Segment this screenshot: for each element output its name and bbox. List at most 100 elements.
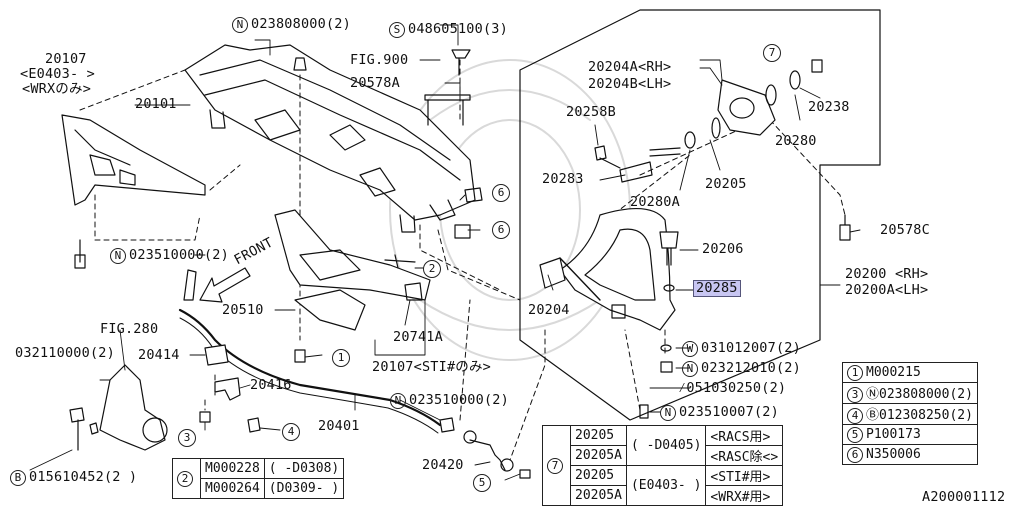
nut-symbol-icon: N	[682, 361, 698, 377]
label-fig280: FIG.280	[100, 321, 159, 337]
callout-7-top: 7	[763, 44, 781, 62]
nut-symbol-icon: N	[232, 17, 248, 33]
label-20204A: 20204A<RH>	[588, 59, 672, 75]
label-20107-wrx: 20107	[45, 51, 87, 67]
diagram-id: A200001112	[922, 489, 1006, 505]
label-20204: 20204	[528, 302, 570, 318]
label-20238: 20238	[808, 99, 850, 115]
callout-6-upper: 6	[492, 184, 510, 202]
wrx-brace	[61, 114, 206, 269]
lower-control-arm	[539, 207, 676, 331]
screw-symbol-icon: S	[389, 22, 405, 38]
legend-7-num: 7	[542, 425, 571, 506]
rear-bushing-assy	[594, 59, 823, 183]
label-023510000-right-text: 023510000(2)	[409, 392, 509, 408]
callout-1: 1	[332, 349, 350, 367]
legend-7-part: 20205A	[570, 445, 627, 466]
top-bolts	[293, 49, 471, 126]
label-20205: 20205	[705, 176, 747, 192]
end-link	[439, 417, 531, 479]
knuckle-hub	[69, 364, 168, 451]
legend-7-note: <STI#用>	[705, 465, 784, 486]
callout-3: 3	[178, 429, 196, 447]
label-20414: 20414	[138, 347, 180, 363]
label-20200A: 20200A<LH>	[845, 282, 929, 298]
label-20510: 20510	[222, 302, 264, 318]
legend-2-num: 2	[172, 458, 201, 499]
nut-symbol-icon: N	[390, 393, 406, 409]
legend-7-part: 20205	[570, 425, 627, 446]
legend-7-range: ( -D0405)	[625, 425, 707, 466]
washer-symbol-icon: W	[682, 341, 698, 357]
label-023510007-text: 023510007(2)	[679, 404, 779, 420]
label-031012007-text: 031012007(2)	[701, 340, 801, 356]
legend-2-range: ( -D0308)	[263, 458, 345, 479]
label-20107-sti: 20107<STI#のみ>	[372, 359, 492, 375]
callout-2: 2	[423, 260, 441, 278]
callout-4: 4	[282, 423, 300, 441]
front-arrow	[199, 267, 251, 303]
legend-callout-2: 2 M000228 ( -D0308) M000264 (D0309- )	[172, 458, 345, 499]
callout-6-lower: 6	[492, 221, 510, 239]
label-20420: 20420	[422, 457, 464, 473]
label-051030250: ⁄051030250(2)	[678, 380, 787, 396]
label-fig900: FIG.900	[350, 52, 409, 68]
label-20200: 20200 <RH>	[845, 266, 929, 282]
nut-symbol-icon: N	[110, 248, 126, 264]
legend-7-part: 20205	[570, 465, 627, 486]
label-20741A: 20741A	[393, 329, 443, 345]
label-20401: 20401	[318, 418, 360, 434]
label-20285-highlighted[interactable]: 20285	[693, 280, 741, 297]
label-20107-wrx-note: <WRXのみ>	[22, 81, 92, 97]
label-20204B: 20204B<LH>	[588, 76, 672, 92]
legend-7-range: (E0403- )	[625, 465, 707, 506]
bolt-symbol-icon: B	[10, 470, 26, 486]
legend-7-note: <RACS用>	[705, 425, 784, 446]
callout-5: 5	[473, 474, 491, 492]
label-20283: 20283	[542, 171, 584, 187]
ball-joint	[639, 214, 851, 419]
label-051030250-text: 051030250(2)	[686, 380, 787, 396]
legend-2-code: M000228	[200, 458, 265, 479]
skid-plate-bracket	[274, 209, 431, 363]
label-023510000-left-text: 023510000(2)	[129, 247, 229, 263]
label-20101: 20101	[135, 96, 177, 112]
group-outline	[519, 9, 881, 421]
label-023808000-text: 023808000(2)	[251, 16, 351, 32]
legend-7-note: <WRX#用>	[705, 485, 784, 506]
nut-symbol-icon: N	[660, 405, 676, 421]
label-20578C: 20578C	[880, 222, 930, 238]
subframe-crossmember	[184, 44, 476, 233]
label-20280A: 20280A	[630, 194, 680, 210]
label-048605100-text: 048605100(3)	[408, 21, 508, 37]
label-015610452-text: 015610452(2 )	[29, 469, 138, 485]
label-20578A: 20578A	[350, 75, 400, 91]
label-023212010-text: 023212010(2)	[701, 360, 801, 376]
label-20107-wrx-range: <E0403- >	[20, 66, 95, 82]
label-20258B: 20258B	[566, 104, 616, 120]
legend-7-part: 20205A	[570, 485, 627, 506]
label-20206: 20206	[702, 241, 744, 257]
legend-callout-7: 7 20205 ( -D0405) <RACS用> 20205A <RASC除<…	[542, 425, 784, 506]
legend-2-range: (D0309- )	[263, 478, 345, 499]
legend-7-note: <RASC除<>	[705, 445, 784, 466]
label-20416: 20416	[250, 377, 292, 393]
label-20280: 20280	[775, 133, 817, 149]
label-032110000: 032110000(2)	[15, 345, 115, 361]
legend-2-code: M000264	[200, 478, 265, 499]
